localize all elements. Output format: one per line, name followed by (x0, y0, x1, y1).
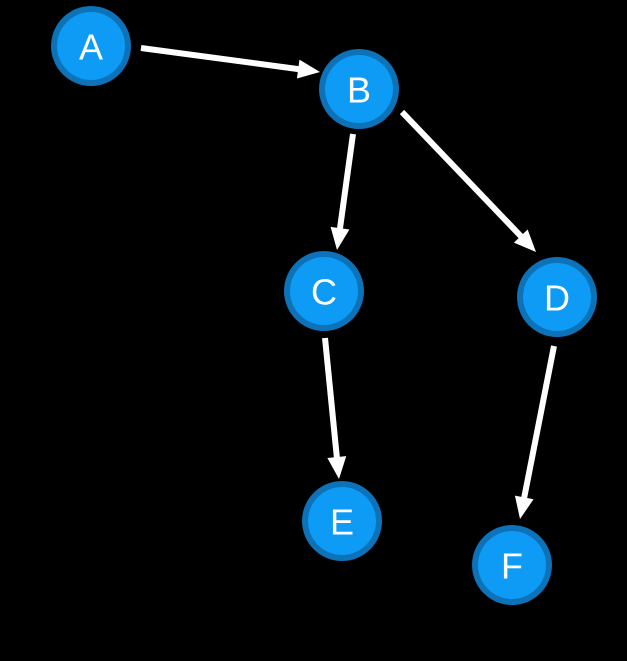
node-fill (478, 531, 546, 599)
edge-arrowhead (330, 226, 350, 250)
node-label: E (330, 502, 354, 543)
node-label: F (501, 546, 523, 587)
node-b[interactable]: B (319, 49, 399, 129)
edge-arrowhead (296, 59, 320, 79)
node-label: C (311, 272, 337, 313)
node-e[interactable]: E (302, 481, 382, 561)
edges-layer (140, 45, 557, 519)
node-fill (290, 257, 358, 325)
edge-a-b[interactable] (140, 45, 320, 79)
edge-arrowhead (513, 229, 536, 252)
node-c[interactable]: C (284, 251, 364, 331)
edge-line (140, 45, 302, 73)
node-label: B (347, 70, 371, 111)
node-fill (308, 487, 376, 555)
nodes-layer: A B C D E F (51, 6, 597, 605)
edge-line (322, 337, 341, 461)
edge-c-e[interactable] (322, 337, 347, 479)
node-label: D (544, 278, 570, 319)
node-fill (325, 55, 393, 123)
node-d[interactable]: D (517, 257, 597, 337)
node-fill (523, 263, 591, 331)
node-a[interactable]: A (51, 6, 131, 86)
edge-line (520, 345, 557, 501)
edge-b-c[interactable] (330, 133, 356, 250)
node-label: A (79, 27, 103, 68)
edge-arrowhead (514, 495, 534, 519)
edge-d-f[interactable] (514, 345, 557, 519)
edge-line (336, 133, 356, 232)
edge-arrowhead (327, 456, 347, 479)
node-f[interactable]: F (472, 525, 552, 605)
edge-b-d[interactable] (399, 109, 536, 252)
node-fill (57, 12, 125, 80)
edge-line (399, 109, 526, 241)
